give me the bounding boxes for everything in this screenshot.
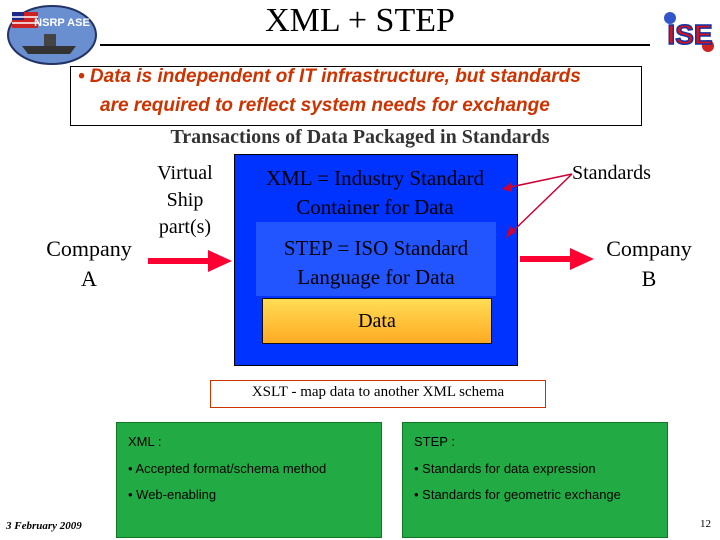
xml-panel-item: • Web-enabling bbox=[128, 487, 217, 502]
xml-container-label: XML = Industry Standard Container for Da… bbox=[240, 164, 510, 222]
logo-left-text: NSRP ASE bbox=[34, 17, 90, 29]
footer-date: 3 February 2009 bbox=[6, 520, 82, 532]
page-title: XML + STEP bbox=[265, 2, 455, 39]
title-rule bbox=[100, 44, 650, 46]
standards-arrowhead-top bbox=[502, 182, 512, 192]
page-number: 12 bbox=[700, 518, 711, 530]
standards-arrowhead-bottom bbox=[506, 226, 516, 238]
step-label-line-1: STEP = ISO Standard bbox=[283, 236, 469, 260]
standards-pointer-arrows bbox=[502, 173, 573, 238]
standards-arrow-top bbox=[505, 173, 573, 189]
nsrp-ase-logo: NSRP ASE bbox=[6, 4, 98, 66]
logo-right-text: ISE bbox=[667, 19, 712, 50]
data-label: Data bbox=[358, 310, 396, 332]
step-panel-title: STEP : bbox=[414, 434, 455, 449]
diagram-subtitle: Transactions of Data Packaged in Standar… bbox=[170, 126, 550, 148]
bullet-box bbox=[70, 66, 642, 126]
company-b-line-2: B bbox=[641, 266, 657, 291]
company-a-line-1: Company bbox=[46, 236, 132, 261]
standards-arrow-bottom bbox=[509, 173, 573, 235]
xslt-box bbox=[210, 380, 546, 408]
xml-label-line-2: Container for Data bbox=[296, 195, 454, 219]
bullet-line-1: • Data is independent of IT infrastructu… bbox=[78, 66, 581, 87]
step-panel-item: • Standards for data expression bbox=[414, 461, 596, 476]
virtual-ship-parts-label: Virtual Ship part(s) bbox=[140, 160, 230, 241]
ise-logo: ISE bbox=[660, 8, 718, 56]
xml-panel bbox=[116, 422, 382, 538]
step-language-box bbox=[256, 222, 496, 296]
company-b-label: Company B bbox=[594, 234, 704, 294]
data-box bbox=[262, 298, 492, 344]
step-panel bbox=[402, 422, 668, 538]
step-label-line-2: Language for Data bbox=[297, 265, 455, 289]
step-panel-item: • Standards for geometric exchange bbox=[414, 487, 621, 502]
virtual-line-1: Virtual bbox=[157, 162, 213, 184]
step-language-label: STEP = ISO Standard Language for Data bbox=[256, 234, 496, 292]
company-a-line-2: A bbox=[81, 266, 97, 291]
bullet-line-2: are required to reflect system needs for… bbox=[100, 95, 550, 116]
xml-label-line-1: XML = Industry Standard bbox=[265, 166, 485, 190]
company-a-label: Company A bbox=[34, 234, 144, 294]
virtual-line-2: Ship bbox=[166, 189, 204, 211]
virtual-line-3: part(s) bbox=[158, 216, 212, 238]
standards-label: Standards bbox=[572, 162, 651, 184]
xml-panel-item: • Accepted format/schema method bbox=[128, 461, 327, 476]
xslt-label: XSLT - map data to another XML schema bbox=[251, 384, 505, 400]
xml-panel-title: XML : bbox=[128, 434, 162, 449]
arrow-company-a-to-container bbox=[148, 250, 232, 272]
company-b-line-1: Company bbox=[606, 236, 692, 261]
arrow-container-to-company-b bbox=[520, 248, 594, 270]
